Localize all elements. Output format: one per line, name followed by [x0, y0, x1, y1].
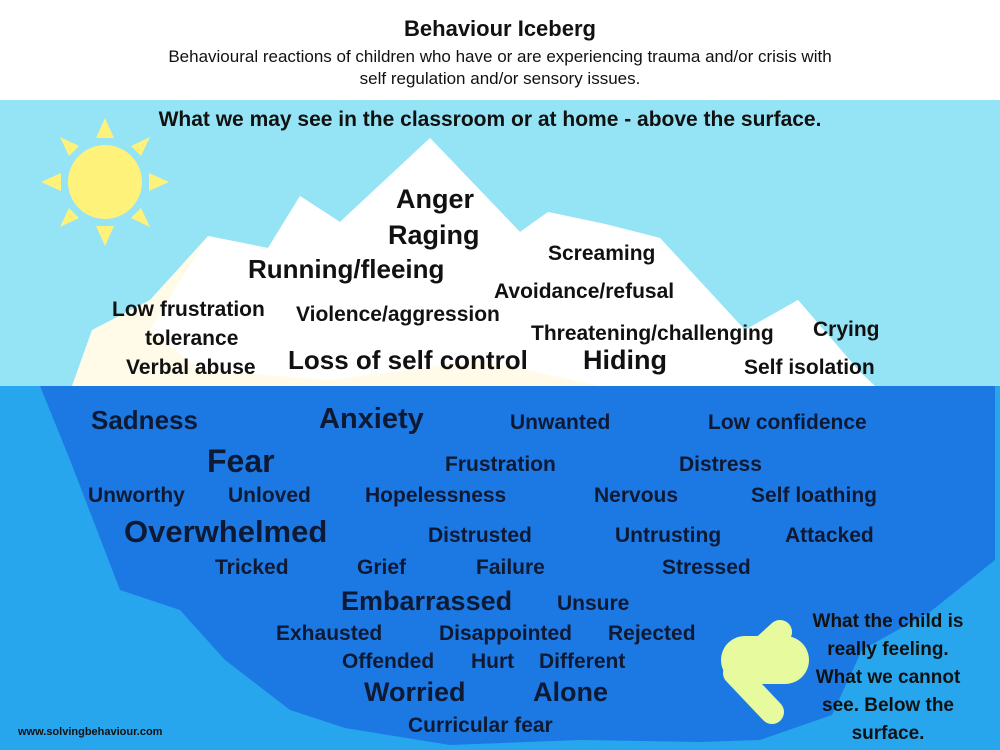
word-self-loathing: Self loathing [751, 484, 877, 507]
note-line-2: really feeling. [827, 639, 949, 660]
word-threatening-challenging: Threatening/challenging [531, 322, 774, 345]
word-unworthy: Unworthy [88, 484, 185, 507]
word-low-confidence: Low confidence [708, 411, 867, 434]
word-hurt: Hurt [471, 650, 515, 673]
word-worried: Worried [364, 677, 466, 707]
above-surface-heading: What we may see in the classroom or at h… [158, 108, 822, 131]
word-loss-of-self-control: Loss of self control [288, 345, 528, 375]
below-surface-note: What the child is really feeling. What w… [788, 608, 988, 748]
word-nervous: Nervous [594, 484, 679, 507]
website-credit: www.solvingbehaviour.com [18, 726, 163, 738]
word-screaming: Screaming [548, 242, 656, 265]
sun-icon [41, 118, 169, 246]
word-violence-aggression: Violence/aggression [296, 303, 500, 326]
page-title: Behaviour Iceberg [404, 16, 596, 41]
word-avoidance-refusal: Avoidance/refusal [494, 280, 675, 303]
iceberg-above-surface [72, 138, 875, 386]
word-hopelessness: Hopelessness [365, 484, 507, 507]
page-subtitle: Behavioural reactions of children who ha… [0, 46, 1000, 90]
word-rejected: Rejected [608, 622, 696, 645]
word-unloved: Unloved [228, 484, 311, 507]
word-sadness: Sadness [91, 405, 198, 435]
note-line-5: surface. [851, 723, 925, 744]
word-anxiety: Anxiety [319, 403, 424, 435]
word-failure: Failure [476, 556, 545, 579]
word-self-isolation: Self isolation [744, 356, 875, 379]
word-unsure: Unsure [557, 592, 630, 615]
note-line-4: see. Below the [822, 695, 954, 716]
word-overwhelmed: Overwhelmed [124, 514, 328, 549]
word-embarrassed: Embarrassed [341, 586, 513, 616]
word-untrusting: Untrusting [615, 524, 722, 547]
word-distress: Distress [679, 453, 762, 476]
word-low-frustration: Low frustration [112, 298, 265, 321]
word-frustration: Frustration [445, 453, 556, 476]
word-running-fleeing: Running/fleeing [248, 254, 445, 284]
note-line-3: What we cannot [815, 667, 961, 688]
word-crying: Crying [813, 318, 880, 341]
word-curricular-fear: Curricular fear [408, 714, 553, 737]
word-disappointed: Disappointed [439, 622, 573, 645]
word-tricked: Tricked [215, 556, 289, 579]
word-exhausted: Exhausted [276, 622, 383, 645]
arrow-left-icon [721, 620, 809, 724]
subtitle-line-2: self regulation and/or sensory issues. [359, 69, 641, 88]
subtitle-line-1: Behavioural reactions of children who ha… [168, 47, 832, 66]
word-stressed: Stressed [662, 556, 751, 579]
word-different: Different [539, 650, 626, 673]
word-unwanted: Unwanted [510, 411, 611, 434]
word-alone: Alone [533, 677, 609, 707]
word-offended: Offended [342, 650, 435, 673]
word-anger: Anger [396, 184, 475, 214]
word-verbal-abuse: Verbal abuse [126, 356, 256, 379]
word-distrusted: Distrusted [428, 524, 532, 547]
word-hiding: Hiding [583, 345, 667, 375]
word-fear: Fear [207, 443, 275, 479]
word-grief: Grief [357, 556, 407, 579]
word-attacked: Attacked [785, 524, 874, 547]
word-raging: Raging [388, 220, 480, 250]
word-tolerance: tolerance [145, 327, 239, 350]
note-line-1: What the child is [812, 611, 964, 632]
